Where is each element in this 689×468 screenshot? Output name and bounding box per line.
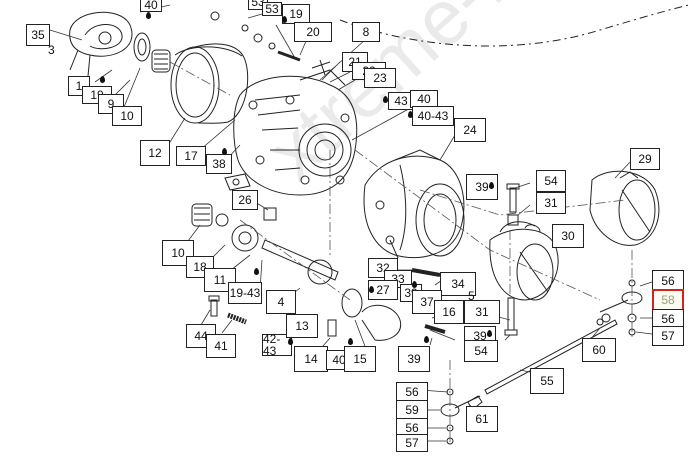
callout-56-c[interactable]: 56 — [396, 382, 428, 402]
grease-drop-icon — [222, 148, 227, 155]
callout-30[interactable]: 30 — [552, 224, 584, 248]
callout-16[interactable]: 16 — [434, 300, 464, 324]
callout-41[interactable]: 41 — [206, 334, 236, 358]
grease-drop-icon — [254, 268, 259, 275]
grease-drop-icon — [383, 96, 388, 103]
grease-drop-icon — [412, 281, 417, 288]
grease-drop-icon — [282, 16, 287, 23]
callout-54-b[interactable]: 54 — [464, 340, 498, 362]
callout-39-c[interactable]: 39 — [398, 346, 430, 372]
steering-shaft — [484, 313, 618, 395]
callout-26[interactable]: 26 — [232, 190, 258, 210]
callout-23[interactable]: 23 — [364, 68, 396, 88]
callout-40-top[interactable]: 40 — [140, 0, 162, 12]
seal-ring — [133, 32, 171, 73]
callout-57-a[interactable]: 57 — [652, 326, 684, 346]
callout-14[interactable]: 14 — [294, 346, 328, 372]
callout-15[interactable]: 15 — [344, 346, 376, 372]
callout-40-43[interactable]: 40-43 — [412, 106, 454, 126]
callout-34[interactable]: 34 — [440, 272, 476, 296]
grease-drop-icon — [288, 338, 293, 345]
callout-3[interactable]: 3 — [48, 43, 55, 57]
callout-56-b[interactable]: 56 — [652, 309, 684, 329]
callout-55[interactable]: 55 — [530, 368, 564, 394]
callout-58-highlighted[interactable]: 58 — [652, 289, 684, 311]
callout-10-a[interactable]: 10 — [112, 106, 142, 126]
nozzle-housing — [363, 149, 465, 258]
dashed-arc — [339, 4, 689, 47]
callout-31-b[interactable]: 31 — [464, 300, 500, 324]
steering-nozzle — [489, 221, 559, 301]
callout-12[interactable]: 12 — [140, 140, 170, 166]
impeller-part — [69, 11, 133, 77]
axis-lines — [169, 61, 633, 445]
mount-bracket — [224, 173, 277, 221]
callout-57-b[interactable]: 57 — [396, 434, 428, 452]
callout-8[interactable]: 8 — [352, 22, 380, 42]
callout-31-a[interactable]: 31 — [536, 192, 566, 214]
reverse-bucket — [589, 170, 660, 246]
callout-60[interactable]: 60 — [582, 338, 616, 362]
ball-joint-58 — [599, 279, 643, 336]
callout-13[interactable]: 13 — [286, 314, 318, 338]
cone-15 — [341, 288, 402, 341]
grease-drop-icon — [487, 330, 492, 337]
callout-19-top[interactable]: 19 — [282, 4, 310, 24]
grease-drop-icon — [348, 338, 353, 345]
callout-53-label[interactable]: 53 — [262, 2, 282, 16]
callout-24[interactable]: 24 — [454, 118, 486, 142]
grease-drop-icon — [489, 182, 494, 189]
callout-43[interactable]: 43 — [388, 92, 414, 110]
callout-35[interactable]: 35 — [26, 24, 50, 46]
callout-61[interactable]: 61 — [466, 406, 498, 432]
callout-56-a[interactable]: 56 — [652, 270, 684, 292]
bolt-stack-lower — [504, 297, 518, 336]
callout-19-43[interactable]: 19-43 — [228, 282, 262, 304]
callout-54-a[interactable]: 54 — [536, 170, 566, 192]
callout-42-43[interactable]: 42-43 — [262, 333, 292, 357]
callout-59[interactable]: 59 — [396, 400, 428, 420]
wear-ring — [170, 43, 249, 124]
pump-housing — [233, 59, 358, 196]
callout-5-b[interactable]: 5 — [468, 289, 475, 303]
small-bolts — [208, 239, 446, 337]
callout-38[interactable]: 38 — [206, 154, 232, 174]
bolt-stack-upper — [506, 183, 520, 226]
callout-29[interactable]: 29 — [630, 148, 660, 170]
callout-20[interactable]: 20 — [294, 22, 332, 42]
washers-top — [210, 11, 301, 62]
callout-17[interactable]: 17 — [176, 146, 206, 166]
grease-drop-icon — [369, 286, 374, 293]
drive-shaft — [191, 203, 339, 285]
grease-drop-icon — [100, 76, 105, 83]
grease-drop-icon — [424, 336, 429, 343]
callout-4[interactable]: 4 — [266, 290, 296, 314]
grease-drop-icon — [146, 12, 151, 19]
grease-drop-icon — [408, 111, 413, 118]
callout-27[interactable]: 27 — [368, 280, 398, 300]
